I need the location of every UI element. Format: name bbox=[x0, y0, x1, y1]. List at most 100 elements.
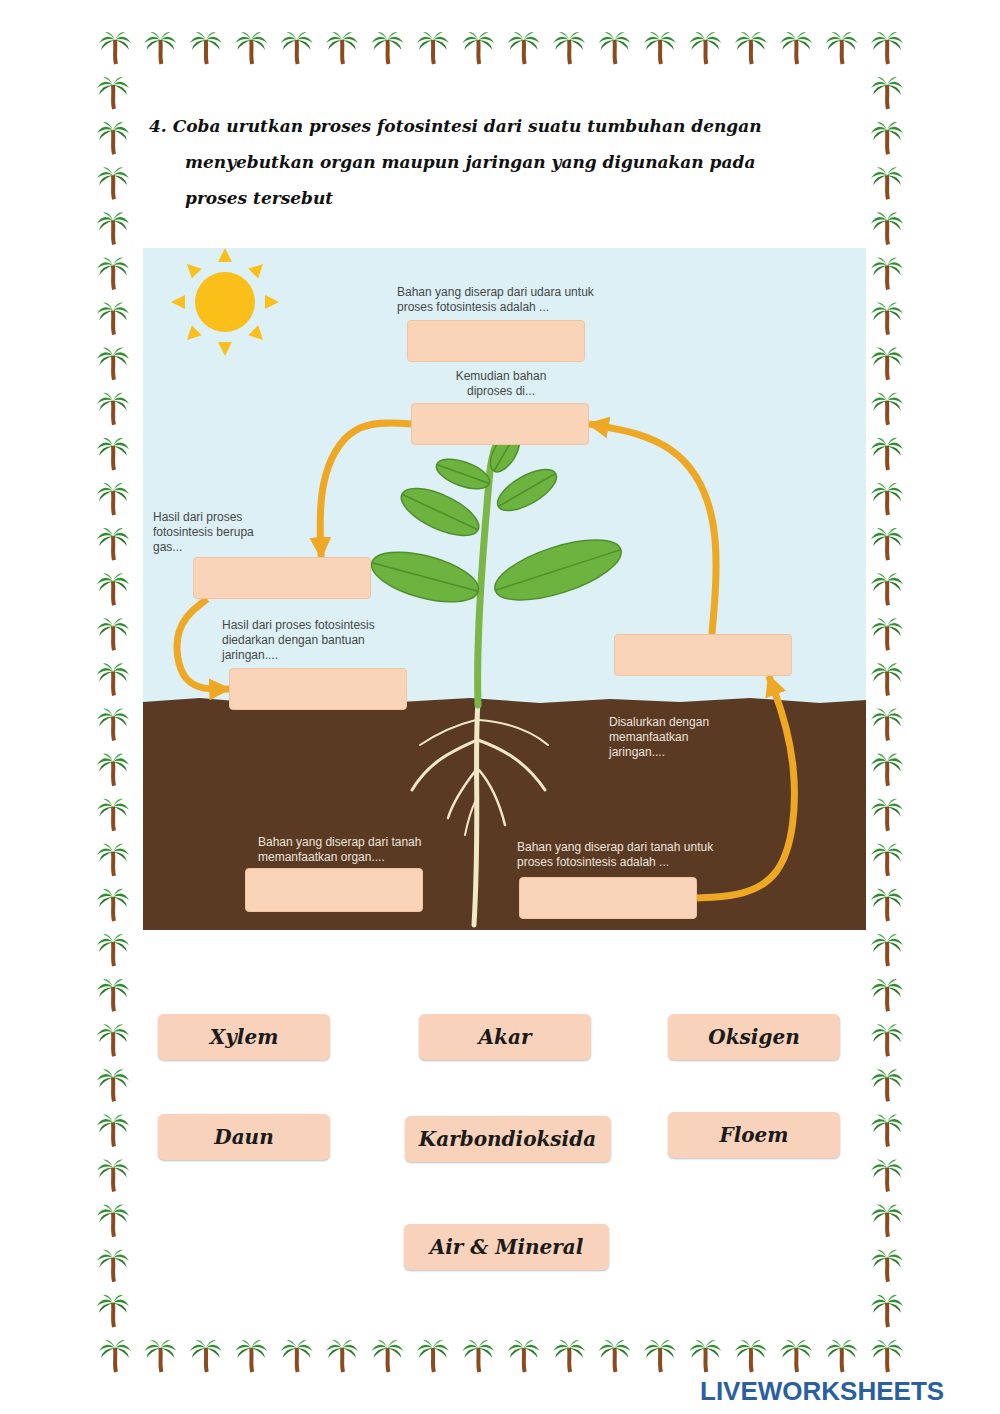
palm-tree bbox=[871, 77, 903, 109]
box-heading: Bahan yang diserap dari tanah memanfaatk… bbox=[258, 835, 463, 865]
palm-tree bbox=[871, 1114, 903, 1146]
palm-tree bbox=[97, 1159, 129, 1191]
palm-tree bbox=[871, 754, 903, 786]
palm-tree bbox=[871, 483, 903, 515]
palm-tree bbox=[144, 1340, 176, 1372]
answer-box: Hasil dari proses fotosintesis berupa ga… bbox=[193, 557, 371, 599]
palm-tree bbox=[190, 32, 222, 64]
palm-tree bbox=[97, 1295, 129, 1327]
watermark: LIVEWORKSHEETS bbox=[700, 1376, 944, 1406]
box-heading-holder: Disalurkan dengan memanfaatkan jaringan.… bbox=[609, 715, 739, 760]
answer-box: Bahan yang diserap dari udara untuk pros… bbox=[407, 320, 585, 362]
palm-tree bbox=[97, 212, 129, 244]
palm-tree bbox=[599, 1340, 631, 1372]
answer-tile: Oksigen bbox=[668, 1014, 840, 1060]
answer-tile: Air & Mineral bbox=[404, 1224, 609, 1270]
box-heading: Bahan yang diserap dari tanah untuk pros… bbox=[517, 840, 735, 870]
palm-tree bbox=[871, 663, 903, 695]
palm-tree bbox=[97, 1069, 129, 1101]
palm-tree bbox=[326, 1340, 358, 1372]
palm-tree bbox=[97, 257, 129, 289]
palm-tree bbox=[780, 32, 812, 64]
palm-tree bbox=[97, 708, 129, 740]
palm-tree bbox=[826, 32, 858, 64]
answer-box: Disalurkan dengan memanfaatkan jaringan.… bbox=[614, 634, 792, 676]
flow-arrow bbox=[697, 676, 794, 898]
box-heading: Kemudian bahan diproses di... bbox=[446, 369, 556, 399]
palm-tree bbox=[871, 167, 903, 199]
palm-tree bbox=[644, 32, 676, 64]
palm-tree bbox=[553, 1340, 585, 1372]
palm-tree bbox=[97, 844, 129, 876]
tile-text: Akar bbox=[479, 1025, 532, 1049]
palm-tree bbox=[871, 934, 903, 966]
palm-tree bbox=[97, 1250, 129, 1282]
box-heading-holder: Hasil dari proses fotosintesis diedarkan… bbox=[222, 618, 407, 663]
palm-tree bbox=[144, 32, 176, 64]
palm-tree bbox=[97, 393, 129, 425]
box-heading: Hasil dari proses fotosintesis diedarkan… bbox=[222, 618, 407, 663]
soil bbox=[143, 698, 866, 930]
palm-tree bbox=[871, 708, 903, 740]
palm-tree bbox=[326, 32, 358, 64]
palm-tree bbox=[281, 1340, 313, 1372]
palm-tree bbox=[97, 77, 129, 109]
palm-tree bbox=[97, 1114, 129, 1146]
flow-arrow bbox=[589, 424, 716, 634]
palm-tree bbox=[871, 1069, 903, 1101]
tile-text: Air & Mineral bbox=[430, 1235, 584, 1259]
palm-tree bbox=[99, 1340, 131, 1372]
palm-tree bbox=[417, 1340, 449, 1372]
palm-tree bbox=[871, 618, 903, 650]
palm-tree bbox=[281, 32, 313, 64]
palm-tree bbox=[417, 32, 449, 64]
palm-tree bbox=[871, 1205, 903, 1237]
palm-tree bbox=[871, 348, 903, 380]
tile-text: Floem bbox=[719, 1123, 788, 1147]
palm-tree bbox=[97, 889, 129, 921]
palm-tree bbox=[97, 618, 129, 650]
palm-tree bbox=[871, 889, 903, 921]
palm-tree bbox=[871, 212, 903, 244]
box-heading: Disalurkan dengan memanfaatkan jaringan.… bbox=[609, 715, 739, 760]
palm-tree bbox=[97, 663, 129, 695]
answer-box: Hasil dari proses fotosintesis diedarkan… bbox=[229, 668, 407, 710]
palm-tree bbox=[871, 32, 903, 64]
palm-tree bbox=[97, 122, 129, 154]
palm-tree bbox=[871, 528, 903, 560]
palm-tree bbox=[871, 393, 903, 425]
answer-tile: Daun bbox=[158, 1114, 330, 1160]
plant bbox=[366, 427, 627, 705]
tile-text: Daun bbox=[214, 1125, 273, 1149]
box-heading-holder: Kemudian bahan diproses di... bbox=[446, 369, 556, 399]
sky bbox=[143, 248, 866, 708]
sun bbox=[171, 248, 279, 356]
palm-tree bbox=[97, 979, 129, 1011]
flow-arrow bbox=[320, 423, 411, 557]
palm-tree bbox=[599, 32, 631, 64]
answer-tile: Xylem bbox=[158, 1014, 330, 1060]
palm-tree bbox=[644, 1340, 676, 1372]
answer-tile: Karbondioksida bbox=[405, 1116, 611, 1162]
flow-arrow bbox=[177, 599, 229, 689]
tile-text: Oksigen bbox=[708, 1025, 799, 1049]
box-heading-holder: Bahan yang diserap dari udara untuk pros… bbox=[397, 285, 612, 315]
palm-tree bbox=[97, 1024, 129, 1056]
palm-tree bbox=[97, 483, 129, 515]
box-heading-holder: Bahan yang diserap dari tanah memanfaatk… bbox=[258, 835, 463, 865]
palm-tree bbox=[871, 1159, 903, 1191]
palm-tree bbox=[871, 257, 903, 289]
palm-tree bbox=[97, 1205, 129, 1237]
palm-tree bbox=[735, 1340, 767, 1372]
palm-tree bbox=[871, 799, 903, 831]
box-heading-holder: Bahan yang diserap dari tanah untuk pros… bbox=[517, 840, 735, 870]
palm-tree bbox=[871, 1295, 903, 1327]
answer-tile: Akar bbox=[419, 1014, 591, 1060]
palm-tree bbox=[97, 934, 129, 966]
answer-box: Bahan yang diserap dari tanah untuk pros… bbox=[519, 877, 697, 919]
palm-tree bbox=[97, 167, 129, 199]
answer-tile: Floem bbox=[668, 1112, 840, 1158]
